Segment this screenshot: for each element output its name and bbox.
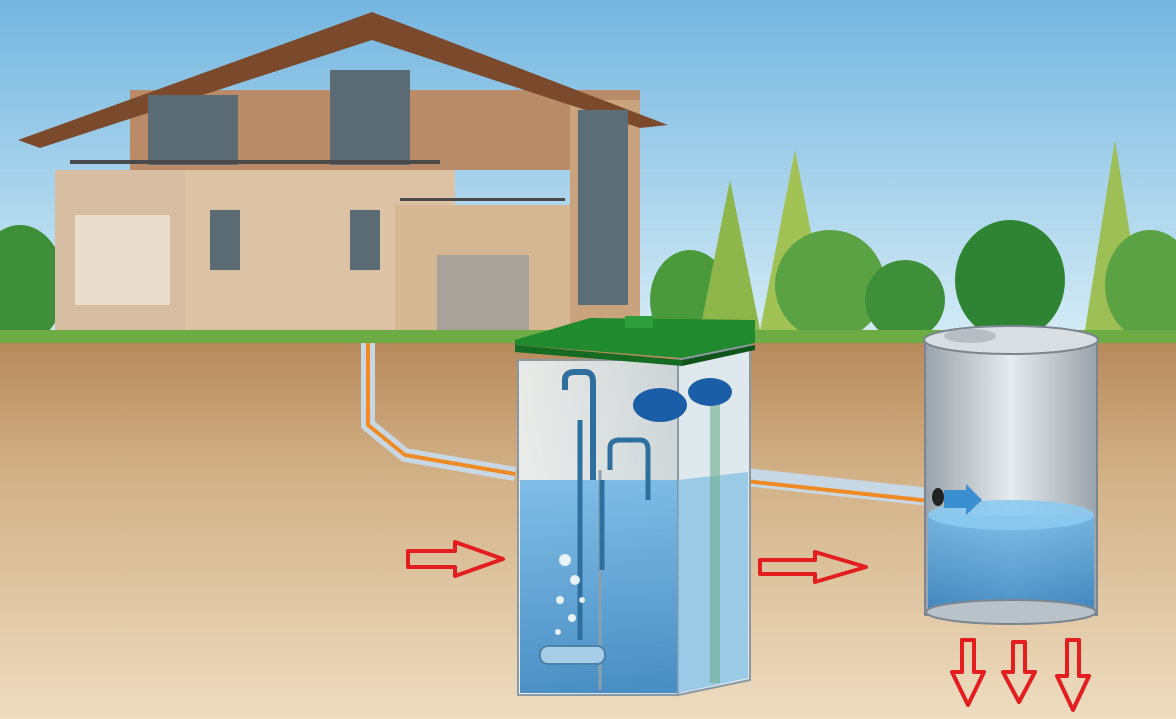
inflow-arrow [406,540,505,578]
house [18,12,668,338]
flow-arrows [406,540,1091,712]
drain-arrow-1 [950,638,986,707]
outflow-arrow [758,550,868,584]
septic-tank [515,316,755,697]
drain-arrow-3 [1055,638,1091,712]
inlet-pipe [361,343,517,481]
drainage-well [923,325,1099,625]
drain-arrow-2 [1001,640,1037,704]
